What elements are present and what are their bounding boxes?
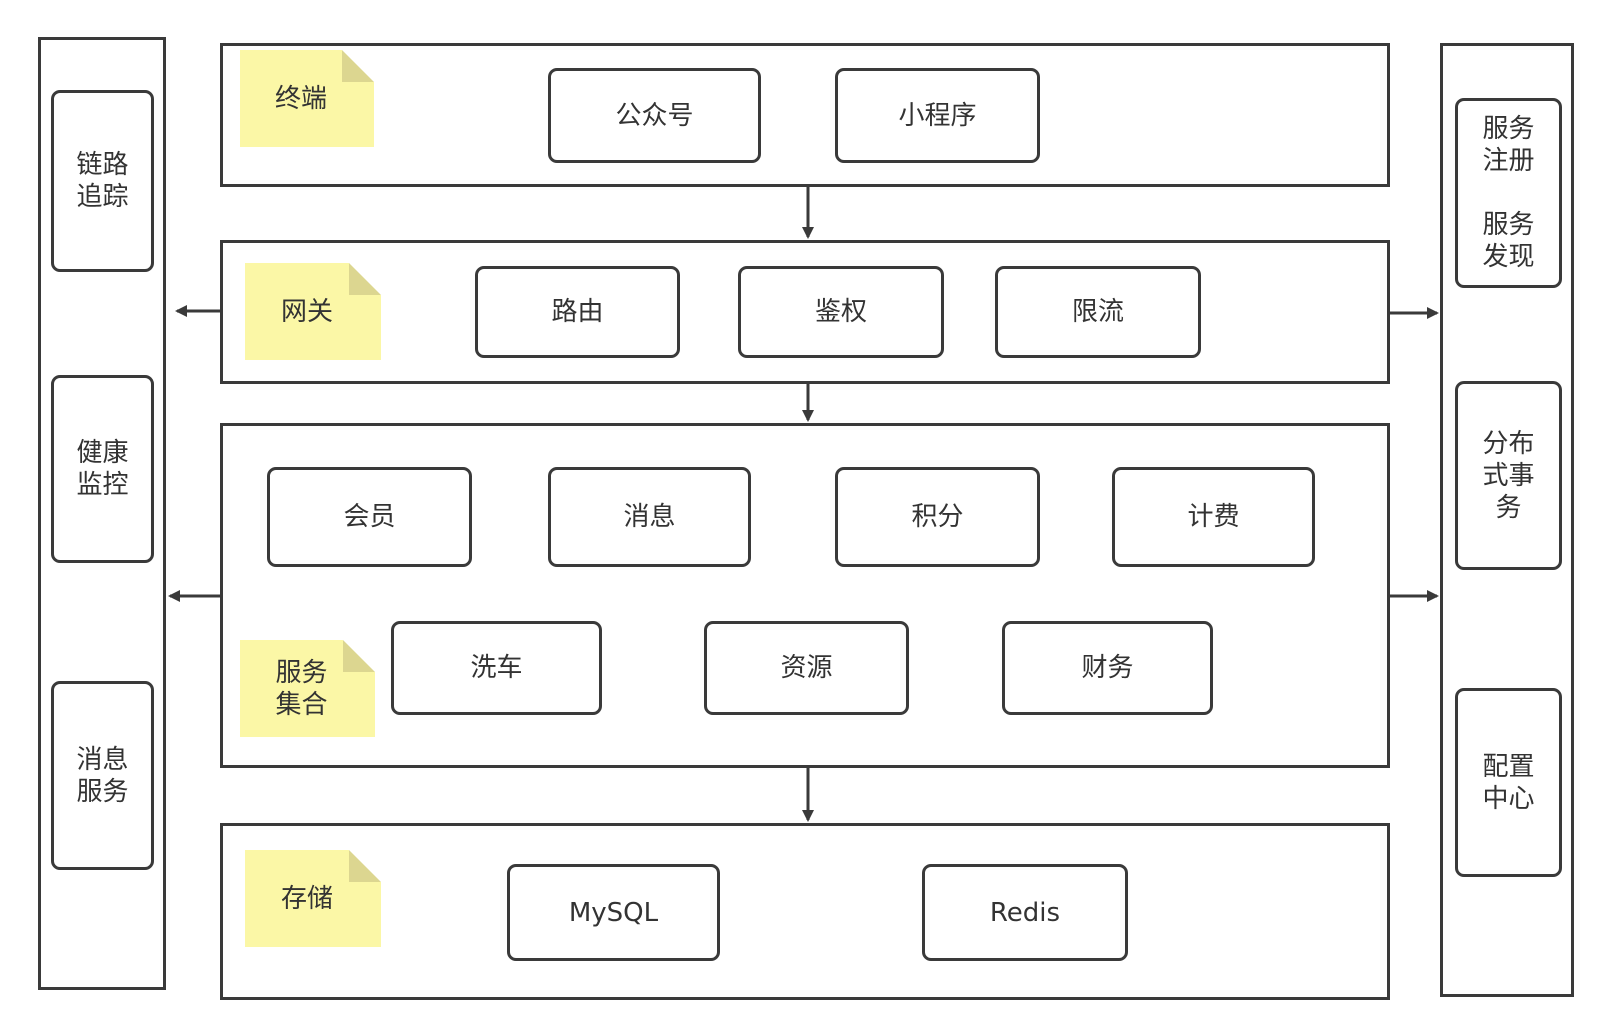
left-box-message-service: 消息 服务 <box>51 681 154 870</box>
gateway-layer-label: 网关 <box>280 296 333 327</box>
note-fold <box>349 850 381 882</box>
note-fold <box>343 640 375 672</box>
gateway-box-routing: 路由 <box>475 266 680 358</box>
right-box-config-center: 配置 中心 <box>1455 688 1562 877</box>
note-fold <box>349 263 381 295</box>
note-fold <box>342 50 374 82</box>
gateway-box-rate-limit: 限流 <box>995 266 1201 358</box>
terminal-layer-note: 终端 <box>240 50 374 147</box>
storage-box-redis: Redis <box>922 864 1128 961</box>
storage-box-mysql: MySQL <box>507 864 720 961</box>
service-box-finance: 财务 <box>1002 621 1213 715</box>
service-box-member: 会员 <box>267 467 472 567</box>
left-box-tracing: 链路 追踪 <box>51 90 154 272</box>
service-box-resources: 资源 <box>704 621 909 715</box>
service-box-car-wash: 洗车 <box>391 621 602 715</box>
service-box-billing: 计费 <box>1112 467 1315 567</box>
services-layer-note: 服务 集合 <box>240 640 375 737</box>
storage-layer-frame <box>220 823 1390 1000</box>
right-box-distributed-transaction: 分布 式事 务 <box>1455 381 1562 570</box>
terminal-box-official-account: 公众号 <box>548 68 761 163</box>
storage-layer-note: 存储 <box>245 850 381 947</box>
terminal-box-mini-program: 小程序 <box>835 68 1040 163</box>
gateway-box-auth: 鉴权 <box>738 266 944 358</box>
service-box-points: 积分 <box>835 467 1040 567</box>
terminal-layer-frame <box>220 43 1390 187</box>
left-box-health-monitoring: 健康 监控 <box>51 375 154 563</box>
storage-layer-label: 存储 <box>280 883 333 914</box>
right-box-service-registry: 服务 注册 服务 发现 <box>1455 98 1562 288</box>
terminal-layer-label: 终端 <box>274 83 327 114</box>
gateway-layer-note: 网关 <box>245 263 381 360</box>
service-box-message: 消息 <box>548 467 751 567</box>
services-layer-label: 服务 集合 <box>275 657 328 720</box>
